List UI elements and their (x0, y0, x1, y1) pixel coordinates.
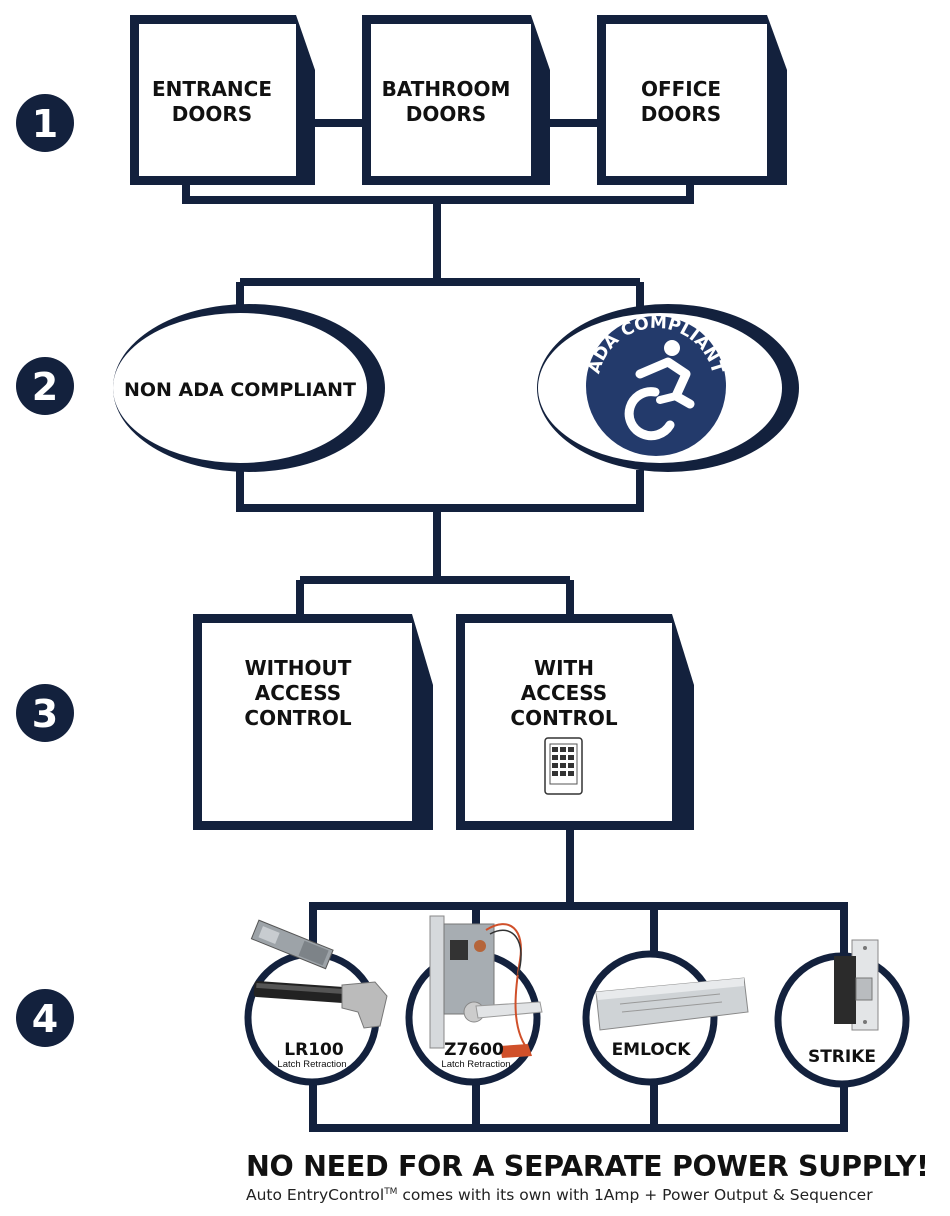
with-access-control-box: WITH ACCESS CONTROL (456, 614, 694, 830)
exit-device-icon (250, 919, 388, 1029)
ada-compliant-oval: ADA COMPLIANT (537, 304, 799, 472)
electric-strike-icon (834, 939, 879, 1031)
non-ada-label: NON ADA COMPLIANT (124, 379, 356, 401)
footer-subtext: Auto EntryControlTM comes with its own w… (246, 1186, 946, 1204)
bathroom-label-line1: BATHROOM (382, 77, 511, 101)
emlock-label: EMLOCK (612, 1040, 692, 1060)
step-2-number: 2 (32, 365, 58, 409)
with-label-line3: CONTROL (510, 706, 617, 730)
z7600-sublabel: Latch Retraction (441, 1059, 510, 1070)
lr100-label: LR100 (284, 1040, 344, 1060)
office-label-line1: OFFICE (641, 77, 721, 101)
z7600-option: Z7600 Latch Retraction (405, 915, 543, 1086)
non-ada-oval: NON ADA COMPLIANT (113, 304, 385, 472)
lr100-sublabel: Latch Retraction (277, 1059, 346, 1070)
without-label-line3: CONTROL (244, 706, 351, 730)
bathroom-doors-box: BATHROOM DOORS (362, 15, 550, 185)
entrance-label-line1: ENTRANCE (152, 77, 272, 101)
bathroom-label-line2: DOORS (406, 102, 486, 126)
lr100-option: LR100 Latch Retraction (244, 919, 388, 1086)
without-label-line2: ACCESS (255, 681, 341, 705)
step-4-number: 4 (32, 997, 58, 1041)
without-label-line1: WITHOUT (245, 656, 352, 680)
step-3-marker: 3 (16, 684, 74, 742)
z7600-label: Z7600 (444, 1040, 504, 1060)
strike-option: STRIKE (774, 939, 910, 1088)
ada-compliant-badge: ADA COMPLIANT (584, 313, 728, 456)
accessibility-wheelchair-icon (624, 340, 695, 441)
step-4-marker: 4 (16, 989, 74, 1047)
footer-description: comes with its own with 1Amp + Power Out… (397, 1186, 873, 1204)
step-1-marker: 1 (16, 94, 74, 152)
office-label-line2: DOORS (641, 102, 721, 126)
step-3-number: 3 (32, 692, 58, 736)
with-label-line1: WITH (534, 656, 594, 680)
entrance-doors-box: ENTRANCE DOORS (130, 15, 315, 185)
mortise-lock-icon (429, 915, 543, 1058)
footer-brand: Auto EntryControl (246, 1186, 385, 1204)
office-doors-box: OFFICE DOORS (597, 15, 787, 185)
footer-headline: NO NEED FOR A SEPARATE POWER SUPPLY! (246, 1150, 929, 1183)
emlock-option: EMLOCK (582, 950, 749, 1086)
with-label-line2: ACCESS (521, 681, 607, 705)
step-2-marker: 2 (16, 357, 74, 415)
entrance-label-line2: DOORS (172, 102, 252, 126)
step-1-number: 1 (32, 102, 58, 146)
without-access-control-box: WITHOUT ACCESS CONTROL (193, 614, 433, 830)
keypad-icon (544, 737, 583, 795)
trademark-mark: TM (384, 1186, 398, 1197)
electromagnetic-lock-icon (595, 977, 749, 1031)
strike-label: STRIKE (808, 1047, 876, 1067)
